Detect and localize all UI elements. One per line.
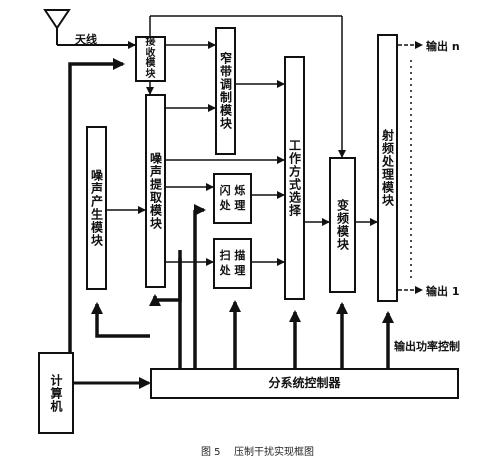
block-work-mode: 工作方式选择 bbox=[284, 56, 305, 300]
block-computer: 计算机 bbox=[38, 352, 74, 434]
antenna-label: 天线 bbox=[75, 33, 97, 46]
block-rf-proc-label: 射频处理模块 bbox=[380, 129, 395, 207]
line-controller-to-noisegen bbox=[91, 302, 150, 338]
line-controller-to-receiver bbox=[68, 58, 125, 368]
block-controller: 分系统控制器 bbox=[150, 368, 459, 399]
block-flicker-label: 闪 烁 处 理 bbox=[219, 183, 246, 212]
block-freq-conv-label: 变频模块 bbox=[335, 199, 350, 251]
block-computer-label: 计算机 bbox=[49, 373, 63, 413]
block-noise-gen: 噪声产生模块 bbox=[86, 126, 107, 290]
block-freq-conv: 变频模块 bbox=[329, 157, 356, 293]
output-n-label: 输出 n bbox=[426, 40, 460, 53]
block-work-mode-label: 工作方式选择 bbox=[287, 139, 302, 217]
block-narrowband-label: 窄带调制模块 bbox=[218, 52, 233, 130]
block-receiver-label: 接 收 模 块 bbox=[145, 37, 156, 80]
block-receiver: 接 收 模 块 bbox=[135, 36, 166, 82]
block-scan: 扫 描 处 理 bbox=[213, 238, 252, 289]
power-control-label: 输出功率控制 bbox=[394, 340, 460, 353]
block-controller-label: 分系统控制器 bbox=[268, 376, 341, 391]
block-scan-label: 扫 描 处 理 bbox=[219, 248, 246, 277]
block-flicker: 闪 烁 处 理 bbox=[213, 173, 252, 224]
block-noise-extract: 噪声提取模块 bbox=[145, 94, 166, 288]
output-1-label: 输出 1 bbox=[426, 285, 460, 298]
figure-number: 图 5 bbox=[201, 447, 221, 458]
block-noise-extract-label: 噪声提取模块 bbox=[148, 152, 163, 230]
block-rf-proc: 射频处理模块 bbox=[377, 34, 398, 302]
block-noise-gen-label: 噪声产生模块 bbox=[89, 169, 104, 247]
block-narrowband: 窄带调制模块 bbox=[215, 27, 236, 155]
figure-caption: 压制干扰实现框图 bbox=[234, 447, 314, 458]
antenna-icon bbox=[43, 9, 136, 49]
